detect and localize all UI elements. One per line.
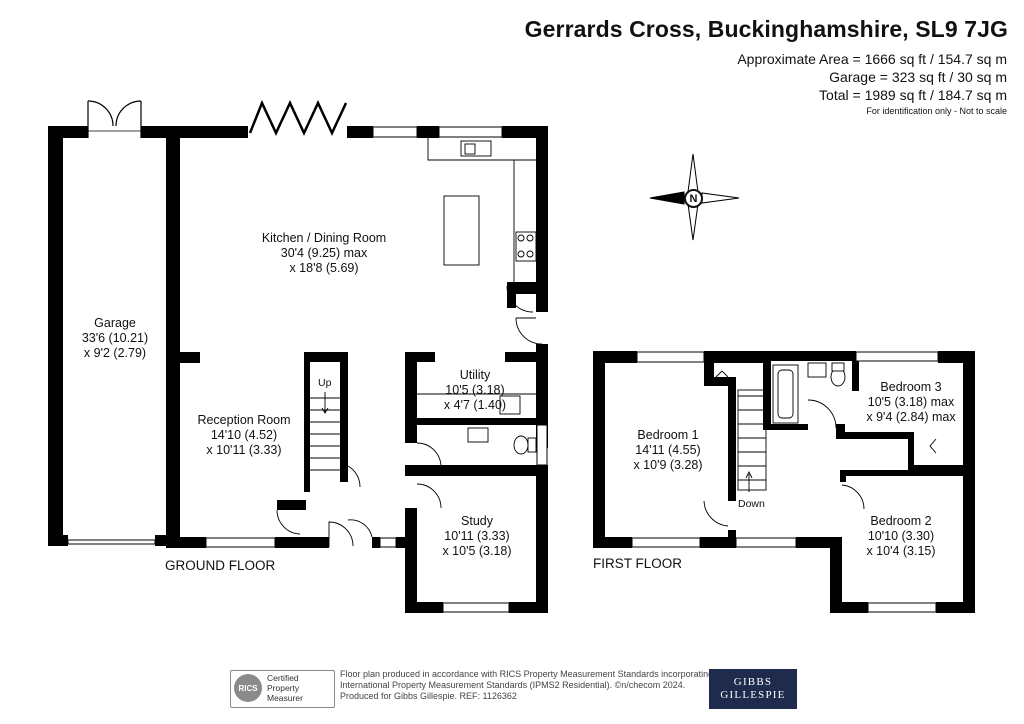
- gibbs-gillespie-logo: GIBBS GILLESPIE: [709, 669, 797, 709]
- first-floor-walls: [593, 351, 975, 613]
- rics-logo: RICS: [234, 674, 262, 702]
- stairs-down-label: Down: [738, 498, 765, 510]
- first-floor-fittings: [703, 362, 937, 527]
- room-label-reception: Reception Room 14'10 (4.52) x 10'11 (3.3…: [197, 413, 291, 457]
- room-label-garage: Garage 33'6 (10.21) x 9'2 (2.79): [81, 316, 149, 360]
- first-floor-label: FIRST FLOOR: [593, 556, 683, 571]
- stairs-up-label: Up: [318, 377, 332, 389]
- area-summary: Approximate Area = 1666 sq ft / 154.7 sq…: [737, 50, 1007, 104]
- ground-stairs: [276, 392, 373, 547]
- ground-floor-label: GROUND FLOOR: [165, 558, 276, 573]
- room-label-bedroom-3: Bedroom 3 10'5 (3.18) max x 9'4 (2.84) m…: [866, 380, 956, 424]
- garage-doors: [87, 100, 142, 138]
- page-title: Gerrards Cross, Buckinghamshire, SL9 7JG: [524, 16, 1008, 42]
- utility-fittings: [416, 393, 537, 509]
- rics-badge-text: Certified Property Measurer: [267, 673, 303, 703]
- room-label-kitchen-dining: Kitchen / Dining Room 30'4 (9.25) max x …: [261, 231, 387, 275]
- room-label-utility: Utility 10'5 (3.18) x 4'7 (1.40): [443, 368, 507, 412]
- rics-certified-badge: RICS Certified Property Measurer: [230, 670, 335, 708]
- compass-north-label: N: [684, 189, 703, 208]
- room-label-bedroom-2: Bedroom 2 10'10 (3.30) x 10'4 (3.15): [866, 514, 936, 558]
- identification-note: For identification only - Not to scale: [866, 106, 1007, 116]
- room-label-bedroom-1: Bedroom 1 14'11 (4.55) x 10'9 (3.28): [633, 428, 703, 472]
- area-line-total: Total = 1989 sq ft / 184.7 sq m: [819, 87, 1007, 103]
- area-line-approximate: Approximate Area = 1666 sq ft / 154.7 sq…: [737, 51, 1007, 67]
- windows: [67, 126, 939, 613]
- area-line-garage: Garage = 323 sq ft / 30 sq m: [829, 69, 1007, 85]
- footer-disclaimer: Floor plan produced in accordance with R…: [340, 669, 714, 701]
- ground-floor-walls: [166, 126, 548, 613]
- bifold-doors: [248, 99, 348, 136]
- kitchen-units: [427, 138, 543, 345]
- compass-rose-icon: [649, 153, 740, 241]
- room-label-study: Study 10'11 (3.33) x 10'5 (3.18): [442, 514, 512, 558]
